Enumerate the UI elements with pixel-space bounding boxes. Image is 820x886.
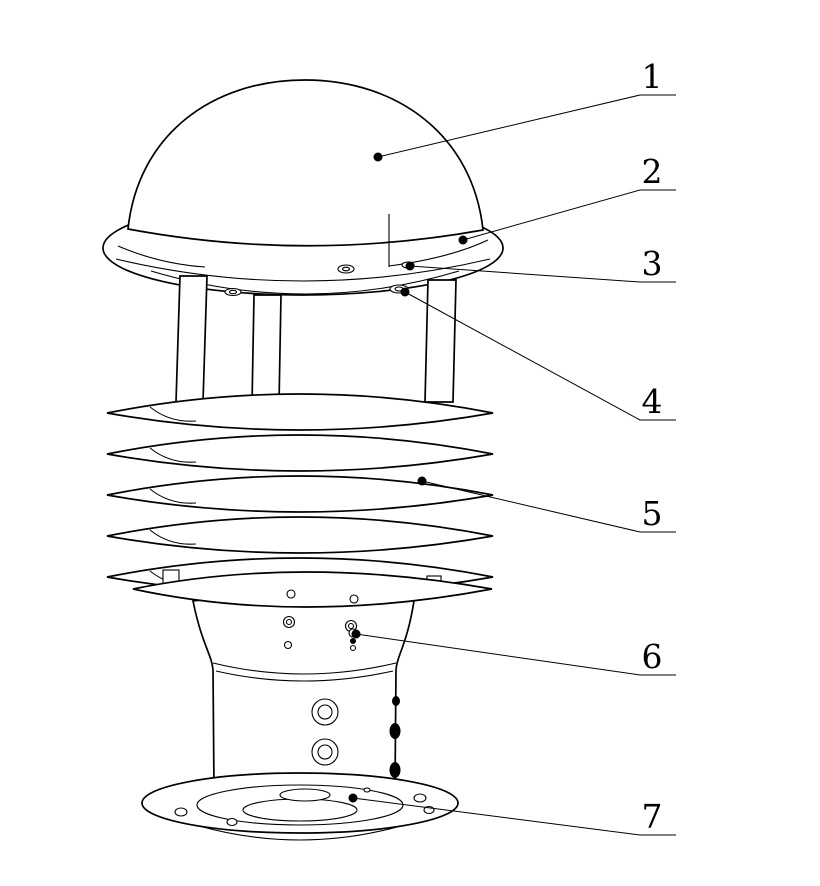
- screw-center: [228, 289, 238, 295]
- callout-6: 6: [351, 629, 676, 676]
- base-inner-circle: [196, 784, 404, 826]
- vent-hole: [286, 589, 296, 599]
- support-post-right: [424, 279, 457, 403]
- side-hole: [392, 696, 400, 706]
- callout-label: 1: [642, 57, 663, 96]
- sensor-hole-center: [347, 622, 355, 630]
- leader-line: [377, 94, 676, 158]
- small-hole: [363, 787, 371, 793]
- louver-plate-4: [106, 516, 494, 554]
- louver-plate-2: [106, 434, 494, 472]
- side-hole: [389, 762, 401, 778]
- leader-line: [409, 265, 676, 283]
- mounting-hole: [413, 793, 427, 803]
- callout-dot: [417, 476, 427, 486]
- callout-dot: [373, 152, 383, 162]
- callout-dot: [405, 261, 415, 271]
- callout-dot: [348, 793, 358, 803]
- louver-plate-1: [106, 393, 494, 431]
- callout-label: 6: [642, 637, 663, 676]
- callout-label: 2: [642, 152, 663, 191]
- callout-label: 4: [642, 382, 663, 421]
- callout-dot: [400, 287, 410, 297]
- leader-line: [462, 189, 676, 241]
- mounting-hole: [226, 817, 238, 827]
- louver-plate: [106, 475, 494, 513]
- bottom-plate: [132, 571, 493, 608]
- support-post-left: [175, 275, 208, 403]
- callout-3: 3: [405, 244, 676, 283]
- neck-fasteners: [282, 615, 401, 778]
- leader-line: [404, 291, 676, 421]
- callout-7: 7: [348, 793, 676, 836]
- leader-line: [355, 633, 676, 676]
- side-hole: [389, 723, 401, 739]
- callout-5: 5: [417, 476, 676, 533]
- neck-seam: [212, 662, 397, 675]
- base-flange-top: [141, 772, 459, 834]
- neck-seam-lower: [215, 670, 394, 682]
- callout-1: 1: [373, 57, 676, 162]
- sensor-hole-center: [285, 618, 293, 626]
- neck-housing: [191, 592, 415, 789]
- bezel-under-edge: [115, 258, 491, 282]
- small-hole: [283, 640, 293, 650]
- base-center-boss: [279, 788, 331, 802]
- callout-label: 5: [642, 494, 663, 533]
- screw-stack-mid: [350, 638, 356, 644]
- dome: [127, 79, 484, 247]
- louver-inner-arc: [149, 488, 197, 504]
- connector-port-center: [317, 704, 333, 720]
- callout-label: 3: [642, 244, 663, 283]
- vent-hole: [349, 594, 359, 604]
- louver-inner-arc: [149, 447, 197, 463]
- leader-line: [352, 797, 676, 836]
- callout-dot: [351, 629, 361, 639]
- connector-port-center: [317, 744, 333, 760]
- louver-plate: [106, 434, 494, 472]
- mounting-hole: [174, 807, 188, 817]
- screw-center: [341, 266, 351, 272]
- top-plate-screws: [224, 261, 415, 305]
- support-post-middle: [251, 294, 282, 405]
- callout-dot: [458, 235, 468, 245]
- callout-4: 4: [400, 287, 676, 421]
- leader-line: [421, 480, 676, 533]
- callout-2: 2: [458, 152, 676, 245]
- bezel-inner-edge-left: [117, 245, 206, 268]
- louver-plate: [106, 516, 494, 554]
- louver-inner-arc: [149, 529, 197, 545]
- louver-plate-3: [106, 475, 494, 513]
- screw-stack-bottom: [349, 644, 357, 652]
- callout-label: 7: [642, 797, 663, 836]
- louver-plate: [106, 393, 494, 431]
- louver-inner-arc: [149, 406, 197, 422]
- base-flange: [141, 772, 459, 841]
